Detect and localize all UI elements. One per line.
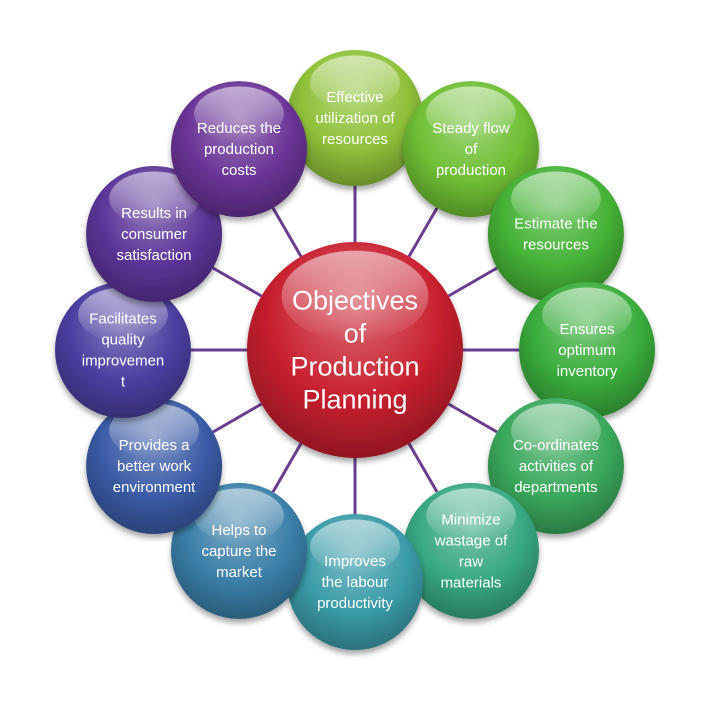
connector-line (212, 402, 263, 434)
objective-label: Improves the labour productivity (317, 553, 393, 612)
connector-line (271, 442, 303, 493)
objective-label-line: optimum (558, 342, 616, 359)
gloss-highlight (194, 86, 284, 141)
objective-label-line: resources (322, 131, 388, 148)
objective-label-line: materials (441, 574, 502, 591)
connector-line (271, 207, 303, 258)
objective-label-line: production (436, 162, 506, 179)
objective-node: Reduces the production costs (171, 81, 307, 218)
objective-node: Estimate the resources (487, 166, 624, 302)
objective-label: Effective utilization of resources (315, 89, 395, 148)
objective-label-line: market (216, 564, 263, 581)
objective-label-line: t (121, 374, 126, 391)
gloss-highlight (542, 287, 632, 342)
gloss-highlight (511, 171, 601, 226)
objective-node: Helps to capture the market (171, 482, 307, 619)
objective-label-line: Ensures (559, 321, 614, 338)
gloss-highlight (109, 171, 199, 226)
center-title-line: Planning (302, 385, 407, 415)
objective-label-line: resources (523, 237, 589, 254)
objective-label-line: Minimize (441, 511, 500, 528)
objective-label-line: Reduces the (197, 120, 281, 137)
objective-node: Minimize wastage of raw materials (403, 482, 539, 619)
objective-label-line: better work (117, 458, 192, 475)
objective-label-line: activities of (519, 458, 594, 475)
connector-line (447, 402, 498, 434)
objective-node: Provides a better work environment (86, 398, 223, 534)
objective-label-line: utilization of (315, 110, 395, 127)
objective-label: Ensures optimum inventory (557, 321, 618, 380)
objective-label-line: raw (459, 553, 483, 570)
objective-label: Steady flow of production (432, 120, 510, 179)
objective-label-line: satisfaction (117, 247, 192, 264)
objective-label-line: wastage of (434, 532, 508, 549)
objective-label-line: Estimate the (514, 216, 597, 233)
connector-line (212, 266, 263, 298)
objective-label-line: environment (113, 479, 196, 496)
objective-node: Improves the labour productivity (287, 514, 423, 650)
objective-label-line: costs (221, 162, 256, 179)
objective-label: Reduces the production costs (197, 120, 281, 179)
gloss-highlight (194, 488, 284, 543)
objective-label-line: capture the (201, 543, 276, 560)
center-title-line: of (344, 319, 367, 349)
objective-label-line: Provides a (119, 437, 191, 454)
objective-node: Results in consumer satisfaction (86, 166, 223, 302)
objective-label-line: quality (101, 332, 145, 349)
objective-label-line: consumer (121, 226, 187, 243)
objective-nodes: Effective utilization of resources Steady f… (55, 50, 655, 650)
gloss-highlight (310, 519, 400, 574)
objective-label-line: Co-ordinates (513, 437, 599, 454)
objective-label-line: Helps to (211, 522, 266, 539)
objective-label-line: Effective (326, 89, 383, 106)
objective-node: Co-ordinates activities of departments (487, 398, 624, 534)
objective-label: Co-ordinates activities of departments (513, 437, 599, 496)
objective-label-line: improvemen (82, 353, 165, 370)
gloss-highlight (426, 86, 516, 141)
objective-label: Helps to capture the market (201, 522, 276, 581)
objective-node: Effective utilization of resources (287, 50, 423, 186)
objective-label: Provides a better work environment (113, 437, 196, 496)
gloss-highlight (426, 488, 516, 543)
objective-node: Steady flow of production (403, 81, 539, 218)
center-title-line: Production (290, 352, 419, 382)
gloss-highlight (310, 55, 400, 110)
objective-label: Results in consumer satisfaction (117, 205, 192, 264)
center-gloss-highlight (281, 250, 429, 342)
connector-line (447, 266, 498, 298)
objective-label: Estimate the resources (514, 216, 597, 254)
objective-node: Ensures optimum inventory (519, 282, 655, 418)
objective-label-line: productivity (317, 595, 393, 612)
center-title-line: Objectives (292, 286, 418, 316)
objective-label-line: Improves (324, 553, 386, 570)
objective-label-line: Steady flow (432, 120, 510, 137)
objective-label-line: production (204, 141, 274, 158)
connector-line (407, 207, 439, 258)
objective-label-line: inventory (557, 363, 618, 380)
objective-node: Facilitates quality improvemen t (55, 282, 191, 418)
connector-line (407, 442, 439, 493)
connector-lines (191, 186, 519, 514)
objective-label-line: Results in (121, 205, 187, 222)
objective-label: Facilitates quality improvemen t (82, 311, 165, 391)
objective-label-line: Facilitates (89, 311, 157, 328)
objective-label: Minimize wastage of raw materials (434, 511, 508, 591)
objective-label-line: departments (514, 479, 597, 496)
gloss-highlight (511, 403, 601, 458)
objective-label-line: the labour (322, 574, 389, 591)
objective-label-line: of (465, 141, 478, 158)
